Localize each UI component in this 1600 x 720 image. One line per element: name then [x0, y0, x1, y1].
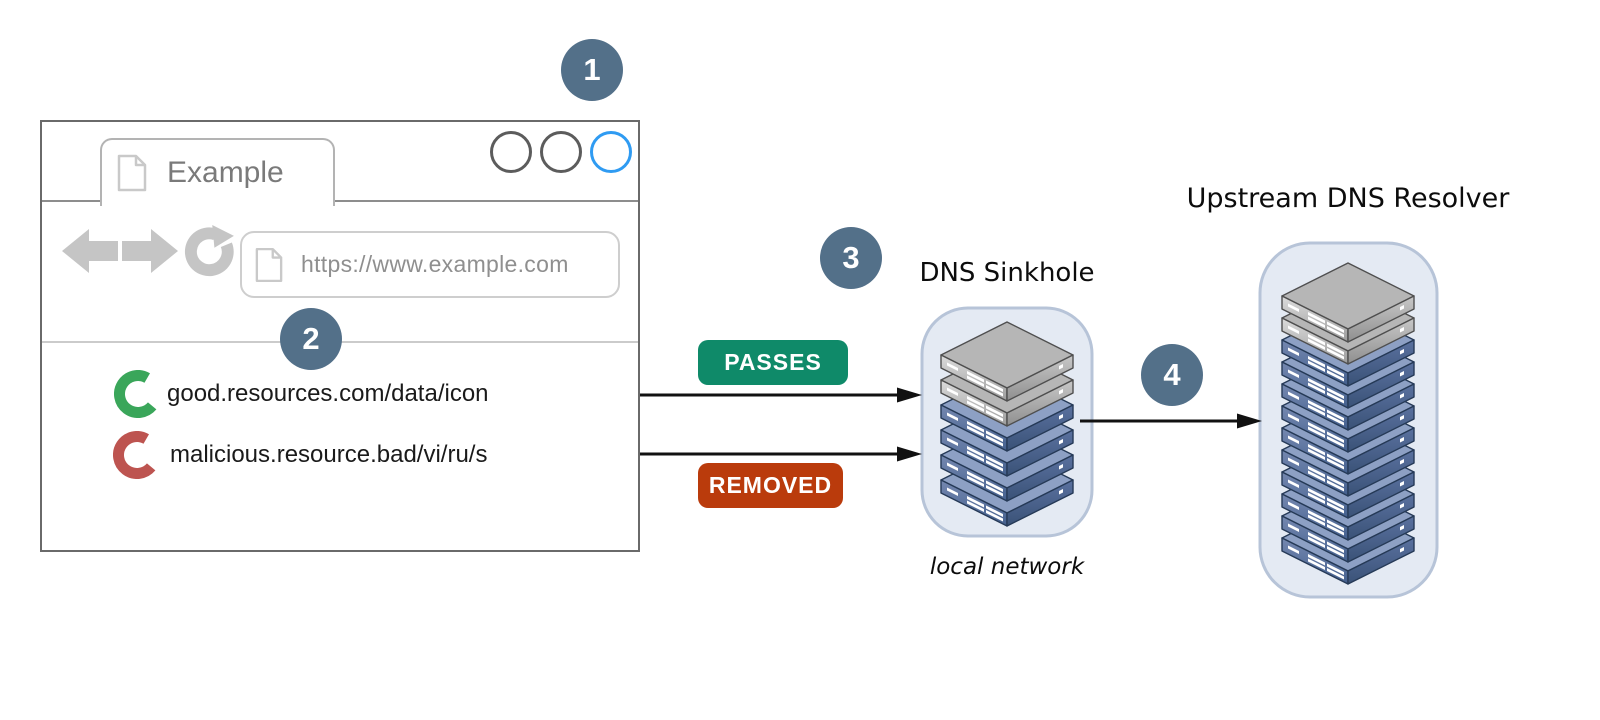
- local-network-caption: local network: [929, 554, 1085, 580]
- step-badge-1: 1: [561, 39, 623, 101]
- tab-title: Example: [167, 156, 284, 189]
- browser-tab[interactable]: Example: [100, 138, 335, 206]
- passes-pill: PASSES: [698, 340, 848, 385]
- forward-button[interactable]: [122, 226, 178, 276]
- url-text: https://www.example.com: [301, 251, 569, 277]
- browser-tab-bar: Example: [42, 122, 638, 206]
- page-icon: [255, 247, 283, 282]
- browser-toolbar: https://www.example.com: [42, 202, 638, 343]
- refresh-button[interactable]: [183, 225, 235, 277]
- upstream-resolver-container: [1258, 241, 1439, 599]
- browser-window: Example https://www.example.: [40, 120, 640, 552]
- request-row-malicious: malicious.resource.bad/vi/ru/s: [42, 431, 638, 479]
- step-badge-4: 4: [1141, 344, 1203, 406]
- window-control-circle-2[interactable]: [540, 131, 582, 173]
- step-badge-3: 3: [820, 227, 882, 289]
- request-url-malicious: malicious.resource.bad/vi/ru/s: [170, 441, 488, 468]
- window-control-circle-1[interactable]: [490, 131, 532, 173]
- upstream-resolver-label: Upstream DNS Resolver: [1186, 183, 1510, 214]
- arrowhead-sinkhole-to-upstream: [1237, 413, 1262, 429]
- upstream-server-stack-icon: [1281, 262, 1415, 585]
- step-badge-2: 2: [280, 308, 342, 370]
- loading-spinner-icon: [113, 431, 156, 479]
- window-control-circle-active[interactable]: [590, 131, 632, 173]
- url-bar[interactable]: https://www.example.com: [240, 231, 620, 298]
- sinkhole-label: DNS Sinkhole: [919, 258, 1095, 288]
- sinkhole-container: [920, 306, 1094, 538]
- sinkhole-server-stack-icon: [940, 321, 1074, 527]
- browser-page-content: good.resources.com/data/icon malicious.r…: [42, 343, 638, 552]
- page-icon: [117, 154, 147, 192]
- loading-spinner-icon: [114, 370, 157, 418]
- arrowhead-good-request: [897, 387, 922, 403]
- removed-pill: REMOVED: [698, 463, 843, 508]
- back-button[interactable]: [62, 226, 118, 276]
- request-url-good: good.resources.com/data/icon: [167, 380, 489, 407]
- arrowhead-bad-request: [897, 446, 922, 462]
- request-row-good: good.resources.com/data/icon: [42, 370, 638, 418]
